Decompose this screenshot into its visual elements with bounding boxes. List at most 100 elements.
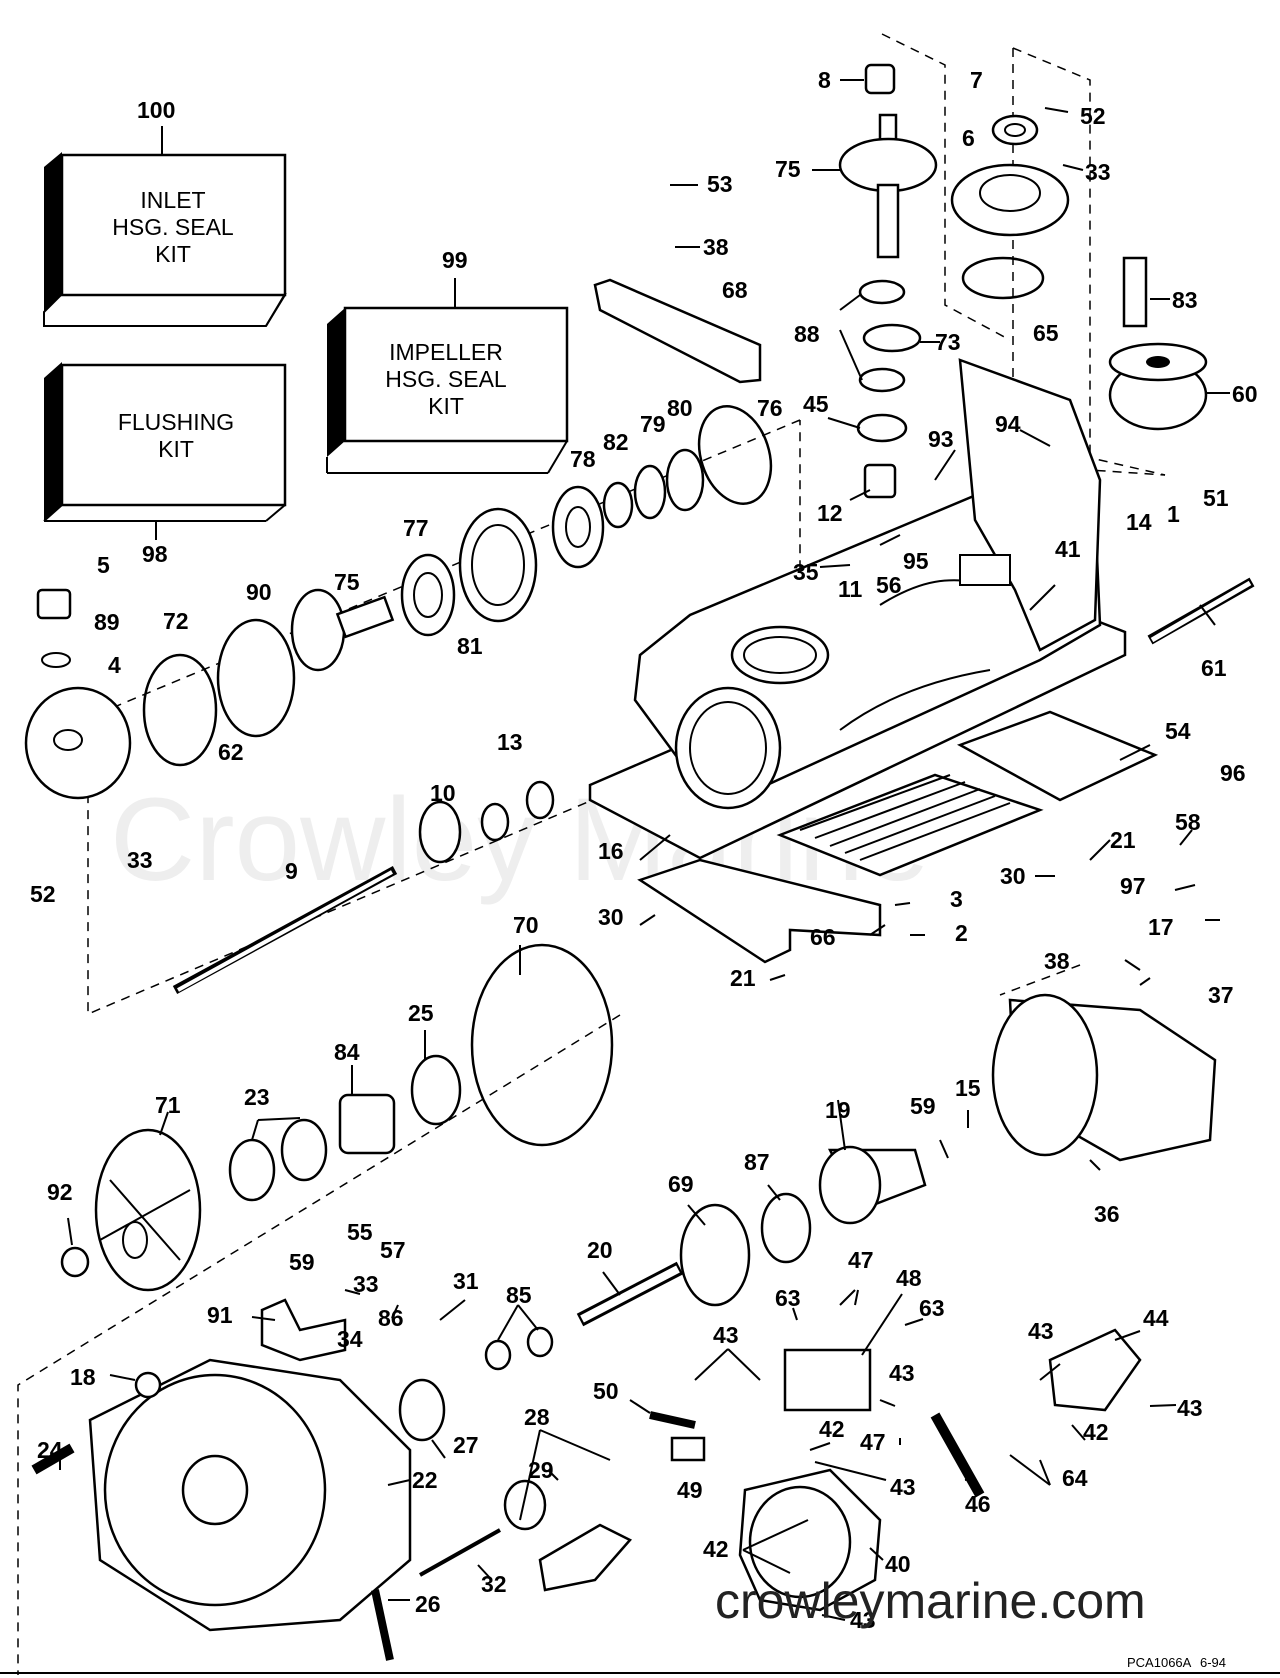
part-label-55: 55 [347,1219,373,1245]
part-label-61: 61 [1201,655,1227,681]
part-label-97: 97 [1120,873,1146,899]
part-label-59: 59 [910,1093,936,1119]
part-label-57: 57 [380,1237,406,1263]
part-label-52: 52 [30,881,56,907]
part-label-75: 75 [334,569,360,595]
part-label-35: 35 [793,559,819,585]
plate-16 [637,858,882,964]
part-label-42: 42 [819,1416,845,1442]
part-label-73: 73 [935,329,961,355]
part-label-68: 68 [722,277,748,303]
part-label-90: 90 [246,579,272,605]
intake-grate [776,773,1044,877]
part-label-14: 14 [1126,509,1152,535]
drawing-date: 6-94 [1200,1655,1226,1670]
part-label-17: 17 [1148,914,1174,940]
part-label-79: 79 [640,411,666,437]
part-label-1: 1 [1167,501,1180,527]
part-label-16: 16 [598,838,624,864]
part-label-28: 28 [524,1404,550,1430]
part-label-59: 59 [289,1249,315,1275]
part-label-19: 19 [825,1097,851,1123]
part-label-11: 11 [838,576,863,602]
part-label-43: 43 [1028,1318,1054,1344]
part-label-62: 62 [218,739,244,765]
part-label-60: 60 [1232,381,1258,407]
part-label-70: 70 [513,912,539,938]
part-label-69: 69 [668,1171,694,1197]
part-label-93: 93 [928,426,954,452]
part-label-51: 51 [1203,485,1229,511]
part-label-3: 3 [950,886,963,912]
part-label-38: 38 [1044,948,1070,974]
inlet-kit-line3: KIT [155,241,191,267]
part-label-43: 43 [889,1360,915,1386]
part-label-49: 49 [677,1477,703,1503]
part-label-8: 8 [818,67,831,93]
impeller-kit-line2: HSG. SEAL [385,366,507,392]
part-label-31: 31 [453,1268,479,1294]
part-label-10: 10 [430,780,456,806]
part-label-7: 7 [970,67,983,93]
part-label-92: 92 [47,1179,73,1205]
ride-plate-54 [956,710,1159,802]
part-label-40: 40 [885,1551,911,1577]
part-label-65: 65 [1033,320,1059,346]
kit-number-99: 99 [442,247,468,273]
part-label-47: 47 [848,1247,874,1273]
part-label-20: 20 [587,1237,613,1263]
part-label-75: 75 [775,156,801,182]
part-label-46: 46 [965,1491,991,1517]
part-label-5: 5 [97,552,110,578]
part-label-38: 38 [703,234,729,260]
part-label-26: 26 [415,1591,441,1617]
part-label-72: 72 [163,608,189,634]
part-label-36: 36 [1094,1201,1120,1227]
part-label-82: 82 [603,429,629,455]
part-label-54: 54 [1165,718,1191,744]
part-label-50: 50 [593,1378,619,1404]
part-label-52: 52 [1080,103,1106,129]
part-label-43: 43 [850,1607,876,1633]
impeller-kit-line1: IMPELLER [389,339,503,365]
part-label-33: 33 [127,847,153,873]
part-label-29: 29 [528,1457,554,1483]
part-label-95: 95 [903,548,929,574]
part-label-41: 41 [1055,536,1081,562]
part-label-43: 43 [1177,1395,1203,1421]
part-label-23: 23 [244,1084,270,1110]
part-label-42: 42 [703,1536,729,1562]
part-label-2: 2 [955,920,968,946]
site-text: crowleymarine.com [715,1573,1146,1629]
part-label-84: 84 [334,1039,360,1065]
part-label-12: 12 [817,500,843,526]
flushing-kit-line1: FLUSHING [118,409,234,435]
flushing-kit-line2: KIT [158,436,194,462]
part-label-42: 42 [1083,1419,1109,1445]
part-label-43: 43 [713,1322,739,1348]
part-label-24: 24 [37,1437,63,1463]
part-label-25: 25 [408,1000,434,1026]
drawing-code: PCA1066A [1127,1655,1192,1670]
part-label-43: 43 [890,1474,916,1500]
part-label-33: 33 [1085,159,1111,185]
part-label-48: 48 [896,1265,922,1291]
inlet-kit-line2: HSG. SEAL [112,214,234,240]
part-label-58: 58 [1175,809,1201,835]
part-label-80: 80 [667,395,693,421]
part-label-34: 34 [337,1326,363,1352]
part-label-63: 63 [919,1295,945,1321]
part-label-71: 71 [155,1092,181,1118]
inlet-kit-line1: INLET [140,187,205,213]
part-label-85: 85 [506,1282,532,1308]
part-label-32: 32 [481,1571,507,1597]
impeller-kit-line3: KIT [428,393,464,419]
part-label-53: 53 [707,171,733,197]
part-label-15: 15 [955,1075,981,1101]
part-label-21: 21 [730,965,756,991]
part-label-78: 78 [570,446,596,472]
shaft-61 [1147,577,1255,645]
part-label-44: 44 [1143,1305,1169,1331]
